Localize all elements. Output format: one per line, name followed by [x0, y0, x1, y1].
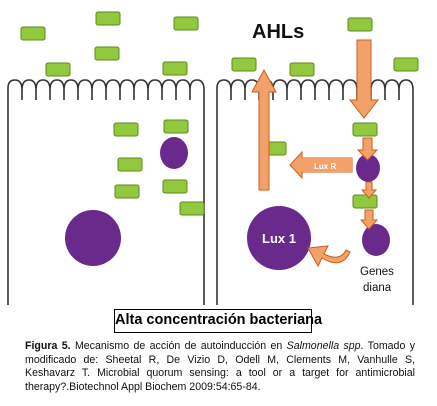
ahl-import-arrow: [348, 39, 380, 119]
quorum-sensing-diagram: AHLs Lux R Lux 1 Genes diana: [7, 11, 419, 305]
ahl-export-arrow: [251, 68, 277, 191]
ahl-molecule: [94, 46, 120, 61]
lux1-protein: [247, 206, 311, 270]
caption-text-1: Mecanismo de acción de autoinducción en: [70, 340, 287, 352]
caption-italic: Salmonella spp: [286, 340, 361, 352]
ahl-molecule: [162, 179, 188, 194]
ahl-molecule: [114, 184, 140, 199]
ahl-molecule: [352, 194, 378, 209]
ahl-molecule: [95, 11, 121, 26]
proteins: [65, 137, 390, 270]
complex-arrow: [360, 181, 378, 199]
caption-text-2: . Tomado y modificado de: Sheetal R, De …: [25, 340, 416, 393]
luxr-label-box: [302, 158, 352, 172]
ahl-molecule: [20, 26, 46, 41]
ahl-molecule: [113, 122, 139, 137]
left-cell-membrane: [7, 79, 205, 305]
figure-number: Figura 5.: [25, 340, 71, 352]
figure-caption: Figura 5. Mecanismo de acción de autoind…: [25, 340, 415, 394]
luxr-ahl-complex: [362, 224, 390, 256]
ahl-molecule: [231, 57, 257, 72]
genes-label: Genes: [360, 266, 394, 278]
diana-label: diana: [363, 282, 392, 294]
ahl-molecule: [179, 201, 205, 216]
protein-blob: [65, 210, 121, 266]
ahl-molecule: [352, 122, 378, 137]
ahls-label: AHLs: [252, 21, 304, 43]
luxr-label: Lux R: [314, 162, 336, 171]
ahl-molecule: [393, 57, 419, 72]
ahl-molecules: [20, 11, 419, 216]
lux1-label: Lux 1: [262, 231, 296, 246]
protein-blob: [160, 137, 188, 169]
genes-to-lux1-arrow: [307, 245, 351, 268]
ahl-molecule: [163, 119, 189, 134]
complex-to-genes-arrow: [359, 209, 379, 230]
ahl-molecule: [173, 16, 199, 31]
ahl-molecule: [162, 61, 188, 76]
luxr-protein: [356, 154, 380, 182]
ahl-binding-arrow: [356, 137, 379, 161]
caption-box: Alta concentración bacteriana: [114, 309, 322, 333]
ahl-molecule: [117, 157, 143, 172]
ahl-molecule: [347, 17, 373, 32]
ahl-molecule: [289, 62, 315, 77]
ahl-molecule: [45, 62, 71, 77]
